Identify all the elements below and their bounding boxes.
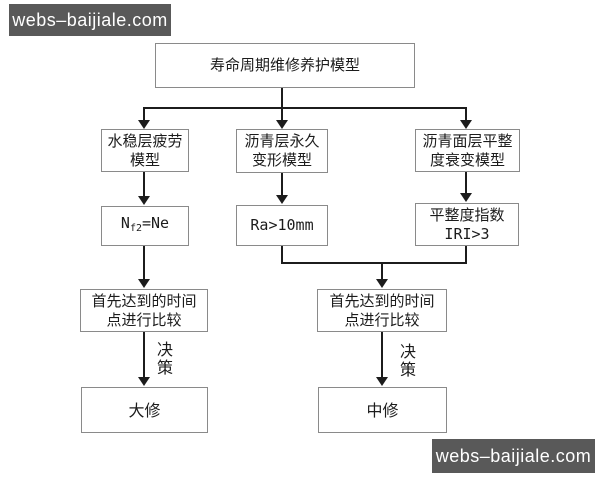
arrow-to-left-criterion xyxy=(138,196,150,205)
connector-left-compare-to-outcome xyxy=(143,332,145,378)
node-compare-first-reached-right: 首先达到的时间 点进行比较 xyxy=(317,289,447,332)
node-label-line1: 沥青面层平整 xyxy=(422,131,513,150)
connector-branch-bar xyxy=(143,107,467,109)
node-label-line1: 平整度指数 xyxy=(429,205,505,224)
connector-right-model-to-criterion xyxy=(465,172,467,195)
node-label: 寿命周期维修养护模型 xyxy=(209,56,360,74)
connector-left-branch-stem xyxy=(143,107,145,120)
node-label-line2: 模型 xyxy=(129,150,160,169)
connector-right-criterion-stub xyxy=(465,246,467,264)
connector-mid-criterion-stub xyxy=(281,246,283,264)
decision-label-right: 决策 xyxy=(399,342,416,379)
node-criterion-nf2-ne: Nf2=Ne xyxy=(101,206,189,246)
node-label-line1: 水稳层疲劳 xyxy=(107,131,183,150)
node-outcome-major-repair: 大修 xyxy=(81,387,208,433)
connector-merge-stem xyxy=(381,262,383,281)
node-asphalt-surface-evenness-decay-model: 沥青面层平整 度衰变模型 xyxy=(415,129,520,172)
connector-left-model-to-criterion xyxy=(143,172,145,197)
node-label-line2: 变形模型 xyxy=(251,151,312,169)
arrow-to-left-model xyxy=(138,120,150,129)
node-label-line2: 点进行比较 xyxy=(106,310,182,329)
watermark-bottom-right: webs–baijiale.com xyxy=(432,439,595,473)
arrow-to-mid-model xyxy=(276,120,288,129)
formula-ra-10mm: Ra>10mm xyxy=(250,216,314,234)
arrow-to-right-outcome xyxy=(376,377,388,386)
arrow-to-mid-criterion xyxy=(276,195,288,204)
connector-right-branch-stem xyxy=(465,107,467,120)
node-label-line1: 沥青层永久 xyxy=(244,132,320,150)
watermark-top-left: webs–baijiale.com xyxy=(9,4,171,36)
node-label-line1: 首先达到的时间 xyxy=(91,291,197,310)
connector-left-criterion-to-compare xyxy=(143,246,145,280)
arrow-to-left-outcome xyxy=(138,377,150,386)
formula-subscript: f2 xyxy=(129,223,142,234)
arrow-to-right-compare xyxy=(376,279,388,288)
connector-mid-model-to-criterion xyxy=(281,173,283,197)
node-criterion-ra-10mm: Ra>10mm xyxy=(236,205,328,246)
arrow-to-right-model xyxy=(460,120,472,129)
formula-iri-3: IRI>3 xyxy=(444,224,490,243)
formula-nf2-ne: Nf2=Ne xyxy=(120,214,170,234)
decision-label-left: 决策 xyxy=(156,340,173,377)
node-outcome-medium-repair: 中修 xyxy=(318,387,447,433)
connector-right-compare-to-outcome xyxy=(381,332,383,378)
node-label: 中修 xyxy=(366,400,399,420)
node-label: 大修 xyxy=(128,400,161,420)
connector-mid-branch-stem xyxy=(281,107,283,120)
node-water-stable-fatigue-model: 水稳层疲劳 模型 xyxy=(101,129,189,172)
connector-root-stem xyxy=(281,88,283,109)
node-asphalt-permanent-deformation-model: 沥青层永久 变形模型 xyxy=(236,129,328,173)
node-compare-first-reached-left: 首先达到的时间 点进行比较 xyxy=(80,289,208,332)
node-criterion-iri-3: 平整度指数 IRI>3 xyxy=(415,203,519,246)
node-label-line2: 点进行比较 xyxy=(344,310,420,329)
arrow-to-left-compare xyxy=(138,279,150,288)
node-lifecycle-maintenance-model: 寿命周期维修养护模型 xyxy=(155,43,415,88)
connector-merge-bar xyxy=(281,262,467,264)
node-label-line2: 度衰变模型 xyxy=(429,150,505,169)
node-label-line1: 首先达到的时间 xyxy=(329,291,435,310)
arrow-to-right-criterion xyxy=(460,193,472,202)
